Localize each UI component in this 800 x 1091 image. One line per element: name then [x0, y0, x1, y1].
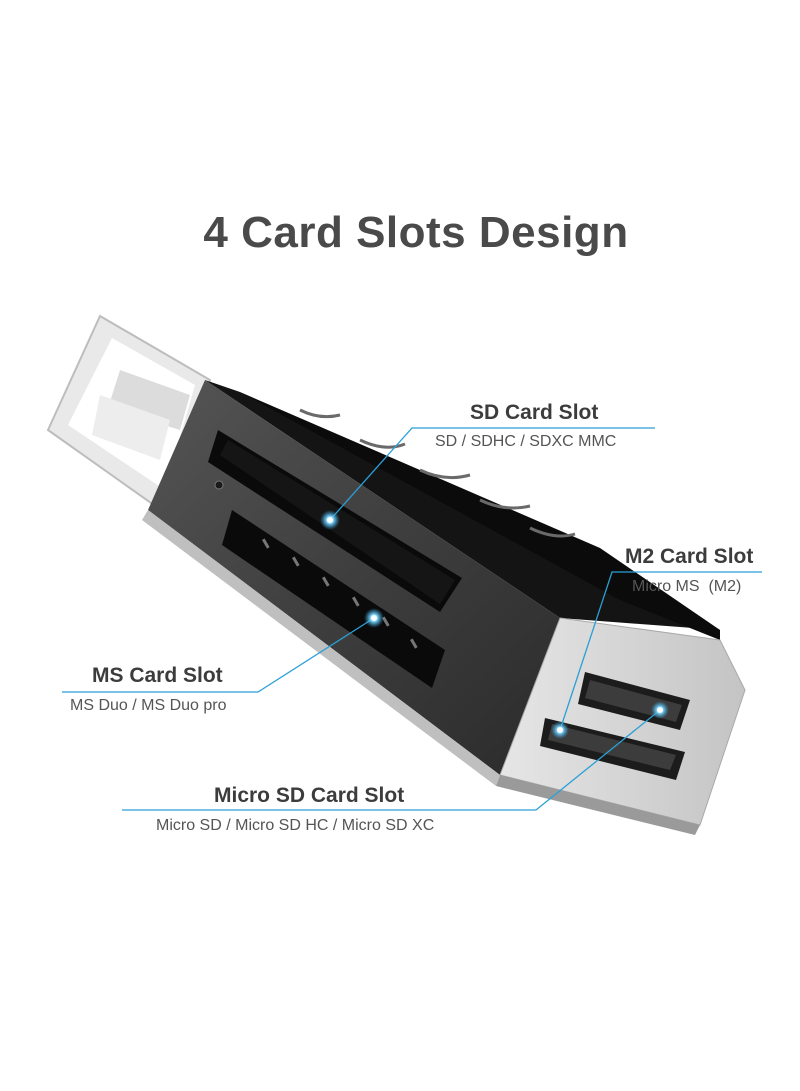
ms-leader-line — [62, 617, 375, 693]
micro-sd-card-slot-callout: Micro SD Card Slot Micro SD / Micro SD H… — [156, 784, 434, 834]
m2-card-slot-title: M2 Card Slot — [625, 545, 754, 568]
micro-sd-card-slot-title: Micro SD Card Slot — [214, 784, 405, 807]
headline: 4 Card Slots Design — [203, 208, 629, 257]
m2-leader-line — [559, 571, 762, 731]
microsd-leader-line — [122, 709, 661, 811]
slot-markers — [320, 510, 669, 739]
micro-sd-card-slot-formats: Micro SD / Micro SD HC / Micro SD XC — [156, 817, 435, 834]
sd-card-slot-formats: SD / SDHC / SDXC MMC — [435, 433, 617, 450]
ms-card-slot-callout: MS Card Slot MS Duo / MS Duo pro — [70, 664, 227, 714]
sd-leader-line — [329, 427, 655, 521]
leader-lines — [62, 427, 762, 811]
right-end-cap — [496, 617, 746, 835]
ms-slot — [222, 510, 445, 688]
ms-card-slot-formats: MS Duo / MS Duo pro — [70, 697, 227, 714]
m2-card-slot-formats: Micro MS (M2) — [632, 578, 742, 595]
sd-card-slot-title: SD Card Slot — [470, 401, 599, 424]
top-surface — [205, 380, 720, 640]
ms-card-slot-title: MS Card Slot — [92, 664, 223, 687]
m2-card-slot-callout: M2 Card Slot Micro MS (M2) — [625, 545, 754, 595]
sd-card-slot-callout: SD Card Slot SD / SDHC / SDXC MMC — [435, 401, 616, 450]
